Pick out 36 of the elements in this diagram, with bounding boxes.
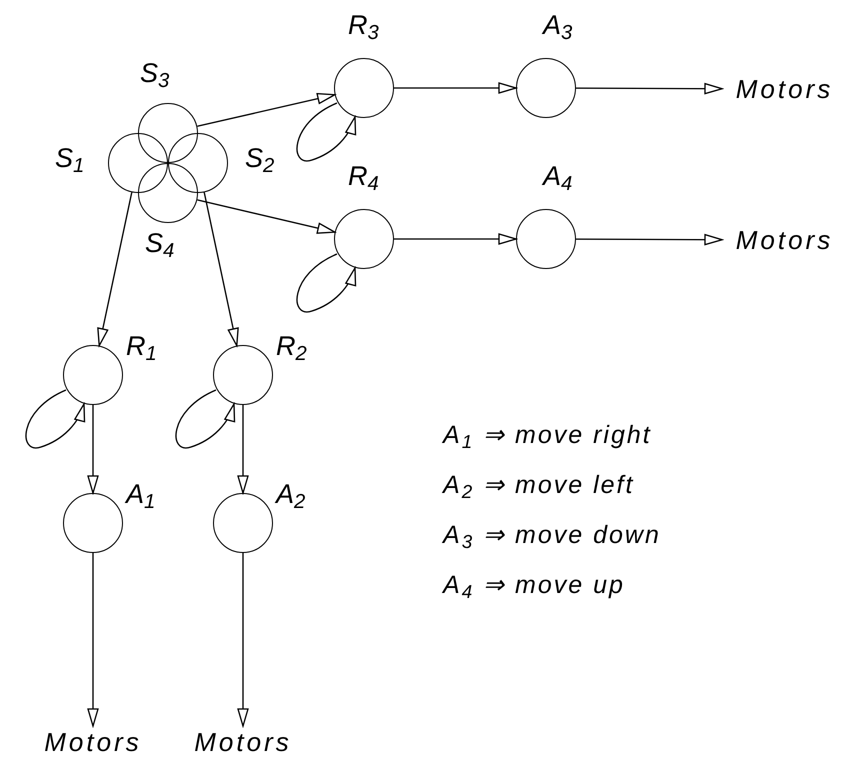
arrow (237, 405, 249, 494)
mapping-note: A$_{2}$ ⇒ move left (443, 473, 634, 498)
mapping-note: A$_{3}$ ⇒ move down (443, 523, 661, 548)
arrow (576, 83, 723, 94)
arrow (394, 82, 517, 94)
arrow (175, 389, 235, 448)
mapping-note: A$_{4}$ ⇒ move up (443, 573, 625, 598)
node-label: R$_{1}$ (126, 333, 157, 360)
node-label: R$_{3}$ (348, 12, 379, 39)
arrow (296, 253, 356, 312)
arrow (296, 102, 356, 162)
node-label: S$_{4}$ (145, 230, 174, 257)
arrow (87, 405, 99, 494)
arrow (204, 192, 239, 346)
arrow (87, 553, 99, 727)
arrow (394, 233, 517, 245)
node-label: A$_{4}$ (543, 163, 572, 190)
node-label: A$_{2}$ (276, 481, 306, 508)
node-label: S$_{2}$ (245, 145, 274, 172)
arrow (197, 93, 336, 127)
output-label: Motors (736, 227, 834, 253)
arrow (97, 192, 132, 346)
output-label: Motors (736, 76, 834, 102)
output-label: Motors (194, 729, 292, 755)
node-label: A$_{3}$ (543, 12, 572, 39)
output-label: Motors (44, 729, 142, 755)
node-label: A$_{1}$ (126, 481, 156, 508)
arrow (237, 553, 249, 727)
node-label: S$_{3}$ (140, 60, 170, 87)
node-label: S$_{1}$ (55, 145, 84, 172)
node-label: R$_{2}$ (276, 333, 307, 360)
arrow (197, 199, 336, 234)
arrow (576, 234, 723, 246)
mapping-note: A$_{1}$ ⇒ move right (443, 423, 652, 448)
node-label: R$_{4}$ (348, 163, 379, 190)
arrow (25, 389, 85, 448)
